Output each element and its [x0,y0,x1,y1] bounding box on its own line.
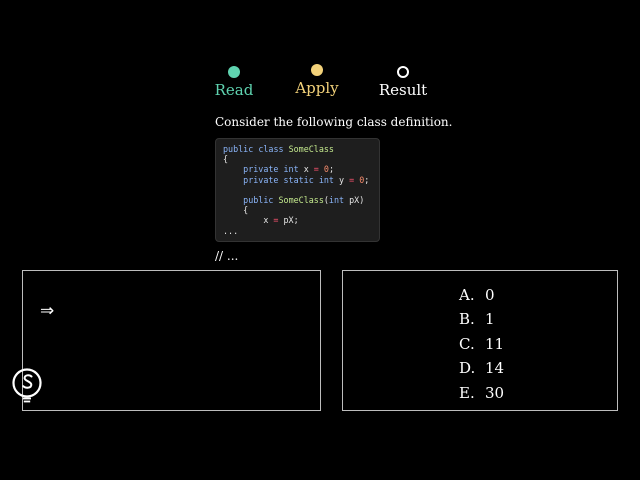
question-prompt: Consider the following class definition. [215,115,453,129]
code-trailing-comment: // ... [215,249,239,263]
step-done-icon [228,66,240,78]
answer-choice-d[interactable]: D.14 [459,359,505,378]
work-panel: ⇒ [22,270,321,411]
step-label: Read [214,81,254,99]
code-line: private int x = 0; [243,164,334,175]
step-apply: Apply [294,64,340,97]
step-result: Result [378,66,428,99]
answer-choice-c[interactable]: C.11 [459,334,505,353]
code-line: ... [223,225,239,236]
code-line: public SomeClass(int pX) [243,195,365,206]
code-text: public class SomeClass { private int x =… [223,144,372,236]
code-line: { [223,205,249,216]
step-label: Apply [295,79,339,97]
code-line: private static int y = 0; [243,174,370,185]
answer-choices: A.0 B.1 C.11 D.14 E.30 [459,283,504,405]
code-line: public class SomeClass [223,144,334,154]
double-right-arrow-icon: ⇒ [40,301,55,321]
code-line: x = pX; [223,215,299,226]
code-line: { [223,154,229,165]
step-pending-icon [397,66,409,78]
answer-choice-e[interactable]: E.30 [459,383,505,402]
step-read: Read [214,66,254,99]
step-label: Result [378,81,428,99]
cs-lightbulb-logo-icon [12,368,42,403]
code-block: public class SomeClass { private int x =… [215,138,380,242]
answer-choice-b[interactable]: B.1 [459,310,495,329]
answer-panel: A.0 B.1 C.11 D.14 E.30 [342,270,618,411]
step-current-icon [311,64,323,76]
answer-choice-a[interactable]: A.0 [459,286,495,304]
